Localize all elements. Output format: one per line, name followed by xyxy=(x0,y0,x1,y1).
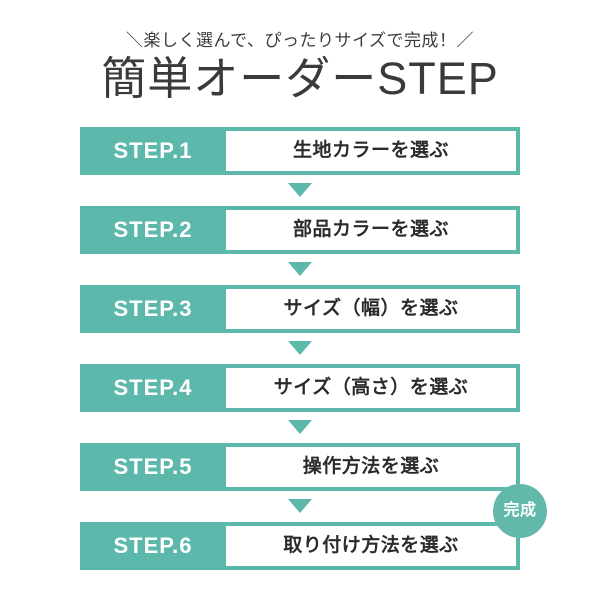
header-subtitle: ＼楽しく選んで、ぴったりサイズで完成！／ xyxy=(126,31,474,50)
arrow-down-icon-3 xyxy=(288,341,312,355)
page-title: 簡単オーダーSTEP xyxy=(101,53,499,104)
step-row-3[interactable]: STEP.3 サイズ（幅）を選ぶ xyxy=(80,285,520,333)
step-row-6[interactable]: STEP.6 取り付け方法を選ぶ xyxy=(80,522,520,570)
step-row-5[interactable]: STEP.5 操作方法を選ぶ xyxy=(80,443,520,491)
arrow-down-icon-1 xyxy=(288,183,312,197)
step-number-4: STEP.4 xyxy=(113,375,193,400)
header: ＼楽しく選んで、ぴったりサイズで完成！／ 簡単オーダーSTEP xyxy=(0,0,600,120)
step-text-2: 部品カラーを選ぶ xyxy=(226,210,516,250)
step-number-1: STEP.1 xyxy=(113,138,193,163)
step-number-3: STEP.3 xyxy=(113,296,193,321)
step-number-2: STEP.2 xyxy=(113,217,193,242)
step-text-3: サイズ（幅）を選ぶ xyxy=(226,289,516,329)
arrow-down-icon-2 xyxy=(288,262,312,276)
step-number-5: STEP.5 xyxy=(113,454,193,479)
step-text-1: 生地カラーを選ぶ xyxy=(226,131,516,171)
step-text-6: 取り付け方法を選ぶ xyxy=(226,526,516,566)
step-row-4[interactable]: STEP.4 サイズ（高さ）を選ぶ xyxy=(80,364,520,412)
step-row-2[interactable]: STEP.2 部品カラーを選ぶ xyxy=(80,206,520,254)
steps-list: STEP.1 生地カラーを選ぶ STEP.2 部品カラーを選ぶ STEP.3 サ… xyxy=(0,120,600,600)
arrow-down-icon-5 xyxy=(288,499,312,513)
completion-badge: 完成 xyxy=(493,484,547,538)
arrow-down-icon-4 xyxy=(288,420,312,434)
step-text-4: サイズ（高さ）を選ぶ xyxy=(226,368,516,408)
step-text-5: 操作方法を選ぶ xyxy=(226,447,516,487)
step-number-6: STEP.6 xyxy=(113,533,193,558)
step-row-1[interactable]: STEP.1 生地カラーを選ぶ xyxy=(80,127,520,175)
